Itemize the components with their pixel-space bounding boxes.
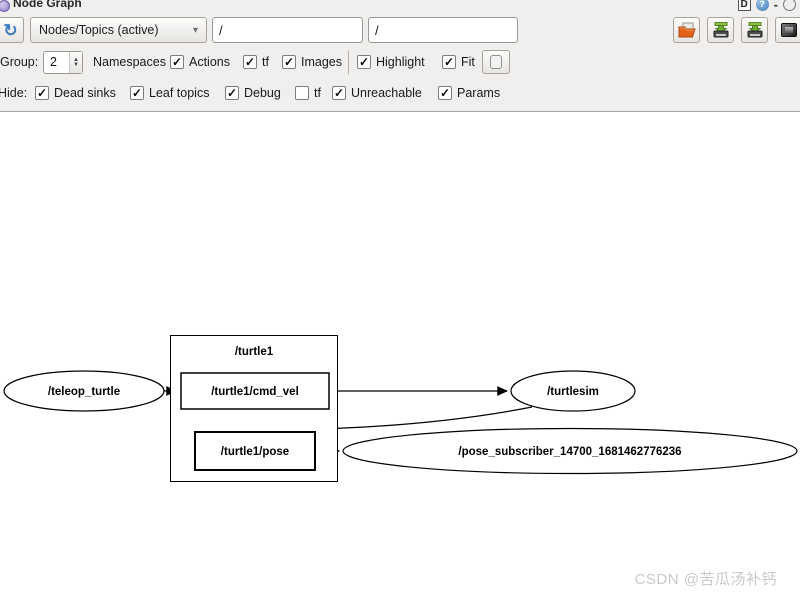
open-file-button[interactable] — [673, 17, 700, 43]
checkbox-leaf-topics[interactable]: ✓ Leaf topics — [130, 86, 210, 100]
checkbox-indicator: ✓ — [442, 55, 456, 69]
node-label-turtle1: /turtle1 — [235, 346, 274, 358]
csdn-watermark: CSDN @苦瓜汤补钙 — [634, 571, 777, 588]
node-turtlesim[interactable] — [510, 370, 636, 412]
window-title: Node Graph — [13, 0, 82, 10]
node-label-turtlesim: /turtlesim — [547, 386, 599, 398]
topic-label-pose: /turtle1/pose — [221, 446, 289, 458]
checkbox-indicator: ✓ — [332, 86, 346, 100]
node-graph-svg: /turtle1 /teleop_turtle /turtle1/cmd_vel… — [3, 335, 798, 482]
save-image-button[interactable] — [741, 17, 768, 43]
checkbox-tf-group[interactable]: ✓ tf — [243, 55, 269, 69]
toolbar-separator — [348, 50, 349, 74]
graph-type-value: Nodes/Topics (active) — [39, 23, 159, 37]
checkbox-indicator: ✓ — [225, 86, 239, 100]
node-pose-subscriber[interactable] — [342, 427, 798, 475]
plugin-window-chrome: Node Graph D ? - ↻ Nodes/Topics (active)… — [0, 0, 800, 112]
hide-label: Hide: — [0, 86, 28, 100]
checkbox-hide-tf[interactable]: tf — [295, 82, 321, 104]
node-graph-app-icon — [0, 0, 10, 12]
open-folder-icon — [678, 22, 696, 38]
checkbox-indicator: ✓ — [35, 86, 49, 100]
save-download-icon — [713, 22, 728, 38]
title-bar: Node Graph D ? - — [0, 0, 800, 15]
fit-in-view-button[interactable] — [482, 50, 510, 74]
topic-pose[interactable] — [194, 431, 316, 471]
save-dot-button[interactable] — [707, 17, 734, 43]
spinner-arrows-icon[interactable]: ▲▼ — [69, 52, 82, 73]
topic-cmd-vel[interactable] — [180, 372, 330, 410]
group-label: Group: — [0, 55, 39, 69]
topic-label-cmd-vel: /turtle1/cmd_vel — [211, 386, 299, 398]
graph-canvas[interactable]: /turtle1 /teleop_turtle /turtle1/cmd_vel… — [0, 113, 800, 594]
screenshot-button[interactable] — [775, 17, 800, 43]
dock-button[interactable]: D — [737, 0, 751, 11]
topic-filter-input[interactable] — [368, 17, 518, 43]
graph-type-select[interactable]: Nodes/Topics (active) ▾ — [30, 17, 207, 43]
node-filter-input[interactable] — [212, 17, 363, 43]
node-teleop-turtle[interactable] — [3, 370, 165, 412]
group-spinbox[interactable]: 2 ▲▼ — [43, 51, 83, 74]
screenshot-icon — [780, 23, 797, 37]
help-icon[interactable]: ? — [755, 0, 769, 11]
close-icon[interactable] — [783, 0, 796, 11]
checkbox-debug[interactable]: ✓ Debug — [225, 86, 281, 100]
node-label-pose-subscriber: /pose_subscriber_14700_1681462776236 — [458, 446, 681, 458]
minimize-icon[interactable]: - — [773, 0, 778, 12]
checkbox-unreachable[interactable]: ✓ Unreachable — [332, 86, 422, 100]
checkbox-images[interactable]: ✓ Images — [282, 55, 342, 69]
node-label-teleop-turtle: /teleop_turtle — [48, 386, 120, 398]
checkbox-params[interactable]: ✓ Params — [438, 86, 501, 100]
checkbox-indicator: ✓ — [170, 55, 184, 69]
checkbox-indicator: ✓ — [130, 86, 144, 100]
group-value: 2 — [50, 55, 57, 69]
checkbox-indicator — [295, 86, 309, 100]
checkbox-fit[interactable]: ✓ Fit — [442, 55, 475, 69]
checkbox-indicator: ✓ — [243, 55, 257, 69]
namespaces-label: Namespaces — [93, 55, 166, 69]
save-download-icon — [747, 22, 762, 38]
checkbox-dead-sinks[interactable]: ✓ Dead sinks — [35, 86, 116, 100]
checkbox-actions[interactable]: ✓ Actions — [170, 55, 230, 69]
refresh-icon: ↻ — [3, 20, 18, 40]
checkbox-indicator: ✓ — [357, 55, 371, 69]
checkbox-highlight[interactable]: ✓ Highlight — [357, 55, 425, 69]
checkbox-indicator: ✓ — [282, 55, 296, 69]
edge-turtlesim-to-pose — [319, 406, 533, 434]
fit-in-view-icon — [490, 55, 502, 69]
refresh-button[interactable]: ↻ — [0, 17, 24, 43]
chevron-down-icon: ▾ — [192, 24, 198, 36]
checkbox-indicator: ✓ — [438, 86, 452, 100]
